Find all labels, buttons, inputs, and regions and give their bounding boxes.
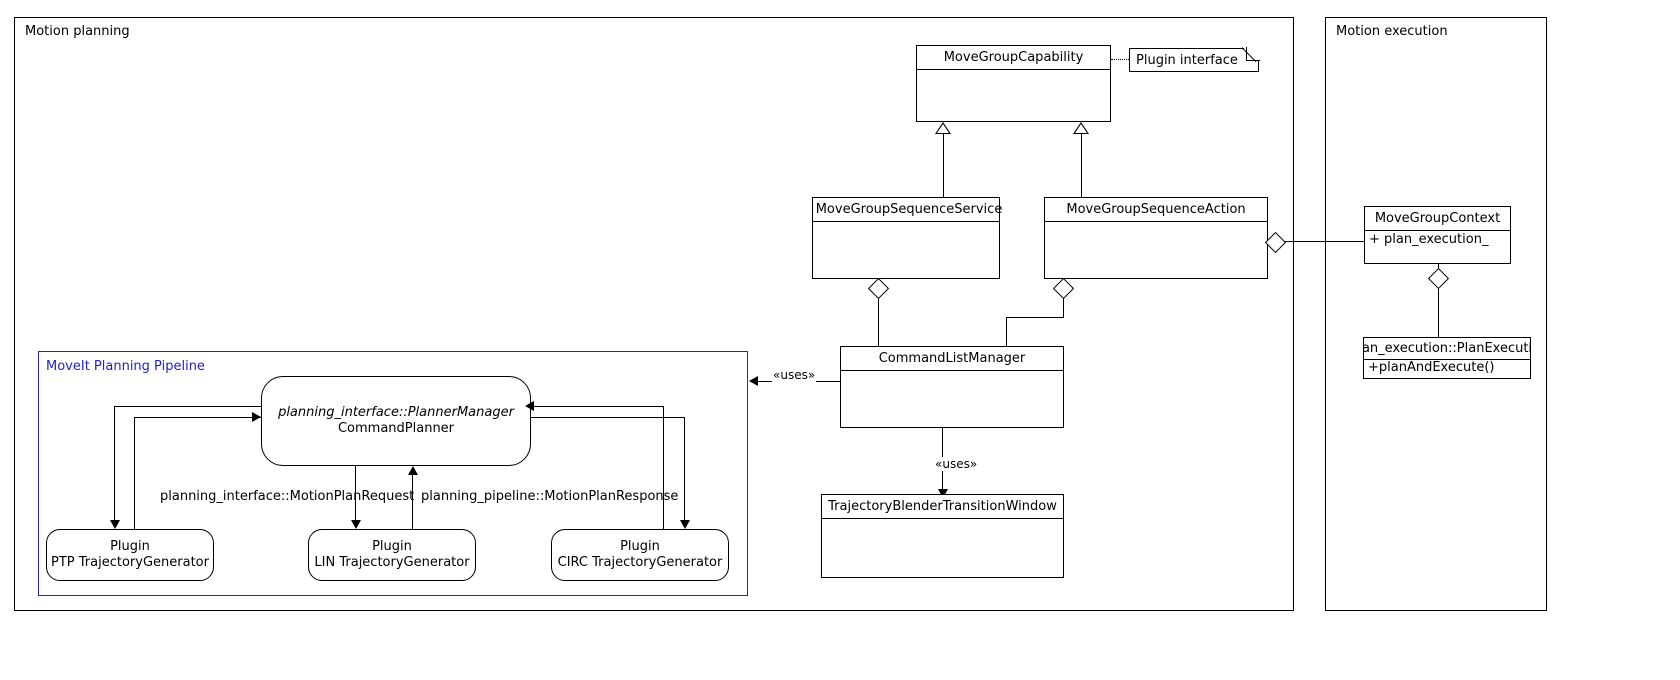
class-command-list-manager[interactable]: CommandListManager [840,346,1064,428]
link-planner-ptp-h [114,406,261,407]
component-plugin-lin[interactable]: Plugin LIN TrajectoryGenerator [308,529,476,581]
package-moveit-planning-pipeline: MoveIt Planning Pipeline [38,351,748,596]
class-move-group-sequence-action[interactable]: MoveGroupSequenceAction [1044,197,1268,279]
package-motion-execution: Motion execution [1325,17,1547,611]
class-move-group-sequence-action-title: MoveGroupSequenceAction [1045,198,1267,222]
component-plugin-ptp-kind: Plugin [110,539,150,554]
component-command-planner-name: CommandPlanner [337,421,455,436]
component-command-planner[interactable]: planning_interface::PlannerManager Comma… [261,376,531,466]
package-motion-execution-label: Motion execution [1336,24,1448,39]
arrow-planner-ptp-icon [110,520,120,529]
link-ptp-planner-v [134,417,135,529]
arrow-planner-lin-icon [351,520,361,529]
generalization-arrow-service-icon [935,122,951,134]
package-motion-planning: Motion planning [14,17,1294,611]
class-trajectory-blender-title: TrajectoryBlenderTransitionWindow [822,495,1063,519]
class-plan-execution-title: an_execution::PlanExecuti [1364,338,1530,360]
link-action-to-clm-h [1006,317,1064,318]
class-plan-execution-body: +planAndExecute() [1364,359,1530,378]
generalization-arrow-action-icon [1073,122,1089,134]
label-motion-plan-request: planning_interface::MotionPlanRequest [160,489,415,504]
class-command-list-manager-title: CommandListManager [841,347,1063,371]
link-circ-planner-v [663,406,664,529]
uses-arrow-blender-icon [938,489,948,498]
link-capability-note [1111,59,1129,60]
class-move-group-capability[interactable]: MoveGroupCapability [916,45,1111,122]
note-plugin-interface: Plugin interface [1129,47,1260,72]
class-trajectory-blender-body [822,518,1063,577]
class-move-group-context[interactable]: MoveGroupContext + plan_execution_ [1364,206,1511,264]
note-corner-line-icon [1242,47,1260,65]
class-move-group-sequence-service-title: MoveGroupSequenceService [813,198,1002,222]
arrow-circ-planner-icon [525,401,534,411]
note-corner-white-icon [1247,47,1260,60]
link-planner-lin-v [355,466,356,521]
component-plugin-circ-kind: Plugin [620,539,660,554]
link-service-to-clm [878,279,879,346]
link-action-to-capability [1081,134,1082,197]
class-move-group-sequence-action-body [1045,221,1267,278]
component-plugin-lin-kind: Plugin [372,539,412,554]
note-plugin-interface-text: Plugin interface [1136,52,1238,68]
component-plugin-lin-name: LIN TrajectoryGenerator [314,555,470,570]
class-move-group-context-body: + plan_execution_ [1365,230,1510,263]
component-plugin-circ[interactable]: Plugin CIRC TrajectoryGenerator [551,529,729,581]
class-move-group-context-title: MoveGroupContext [1365,207,1510,231]
link-lin-planner-v [412,475,413,529]
uses-arrow-command-planner-icon [749,376,758,386]
link-action-to-context [1284,241,1364,242]
link-circ-planner-h [531,406,663,407]
class-move-group-capability-title: MoveGroupCapability [917,46,1110,70]
arrow-ptp-planner-icon [252,412,261,422]
class-trajectory-blender[interactable]: TrajectoryBlenderTransitionWindow [821,494,1064,578]
label-motion-plan-response: planning_pipeline::MotionPlanResponse [421,489,679,504]
class-move-group-context-attr: + plan_execution_ [1369,232,1489,247]
link-context-to-plan-execution [1438,264,1439,337]
link-action-to-clm-v2 [1006,317,1007,346]
class-plan-execution-operation: +planAndExecute() [1368,360,1495,375]
class-move-group-sequence-service[interactable]: MoveGroupSequenceService [812,197,1002,279]
package-moveit-planning-pipeline-label: MoveIt Planning Pipeline [46,359,205,374]
class-command-list-manager-body [841,370,1063,427]
note-plugin-interface-box: Plugin interface [1129,48,1259,72]
class-move-group-sequence-service-body [813,221,999,278]
label-uses-trajectory-blender: «uses» [934,457,979,471]
link-ptp-planner-h [134,417,261,418]
component-command-planner-stereotype: planning_interface::PlannerManager [278,405,514,420]
link-planner-ptp-v [114,406,115,521]
link-service-to-capability [943,134,944,197]
class-plan-execution[interactable]: an_execution::PlanExecuti +planAndExecut… [1363,337,1531,379]
arrow-lin-planner-icon [408,466,418,475]
link-planner-circ-h [531,417,684,418]
component-plugin-ptp[interactable]: Plugin PTP TrajectoryGenerator [46,529,214,581]
package-motion-planning-label: Motion planning [25,24,130,39]
component-plugin-ptp-name: PTP TrajectoryGenerator [51,555,209,570]
label-uses-command-list-manager: «uses» [772,368,817,382]
class-move-group-capability-body [917,69,1110,121]
component-plugin-circ-name: CIRC TrajectoryGenerator [557,555,723,570]
arrow-planner-circ-icon [680,520,690,529]
link-planner-circ-v [684,417,685,521]
